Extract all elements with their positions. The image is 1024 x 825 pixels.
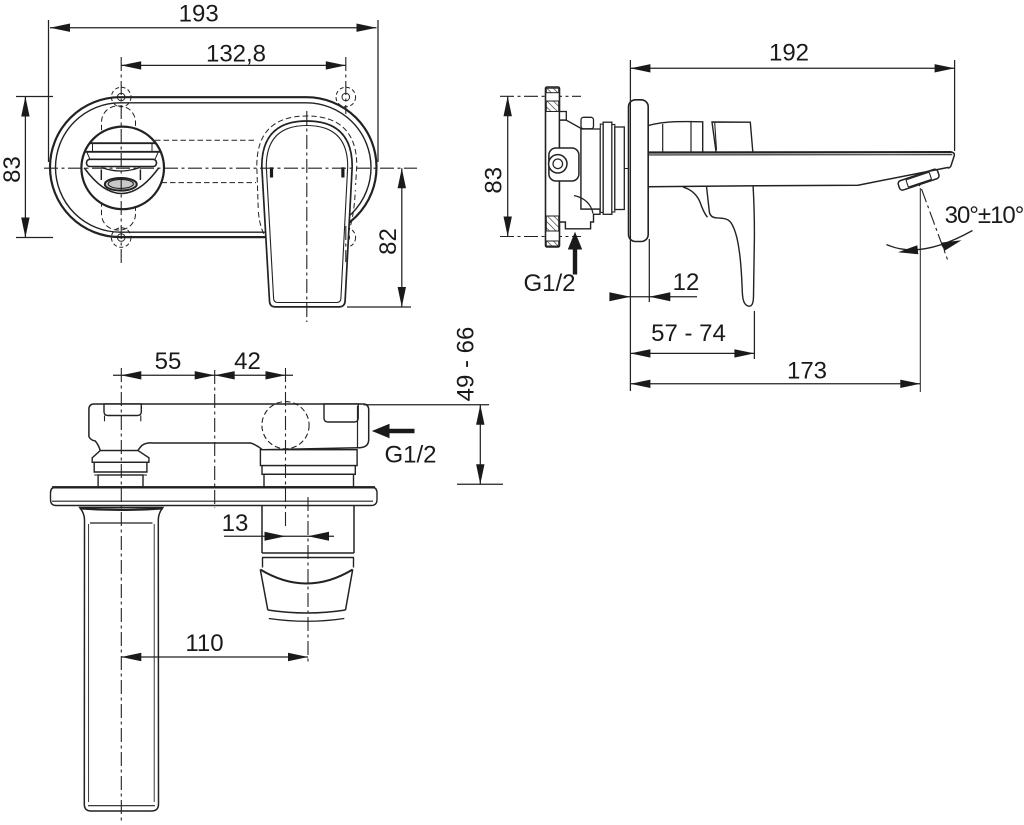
- svg-text:110: 110: [185, 630, 223, 657]
- svg-text:49 - 66: 49 - 66: [453, 327, 480, 402]
- svg-text:13: 13: [222, 510, 249, 537]
- svg-text:192: 192: [769, 40, 809, 67]
- svg-text:12: 12: [673, 269, 700, 296]
- svg-text:173: 173: [787, 358, 827, 385]
- svg-text:83: 83: [0, 156, 26, 183]
- svg-text:42: 42: [234, 348, 261, 375]
- svg-text:82: 82: [375, 228, 402, 255]
- svg-text:30°±10°: 30°±10°: [945, 202, 1024, 229]
- svg-text:55: 55: [155, 348, 182, 375]
- svg-text:83: 83: [481, 167, 508, 194]
- svg-text:132,8: 132,8: [206, 41, 266, 68]
- svg-text:193: 193: [179, 1, 219, 28]
- svg-text:G1/2: G1/2: [384, 442, 436, 469]
- svg-text:57 - 74: 57 - 74: [651, 320, 726, 347]
- svg-text:G1/2: G1/2: [523, 270, 575, 297]
